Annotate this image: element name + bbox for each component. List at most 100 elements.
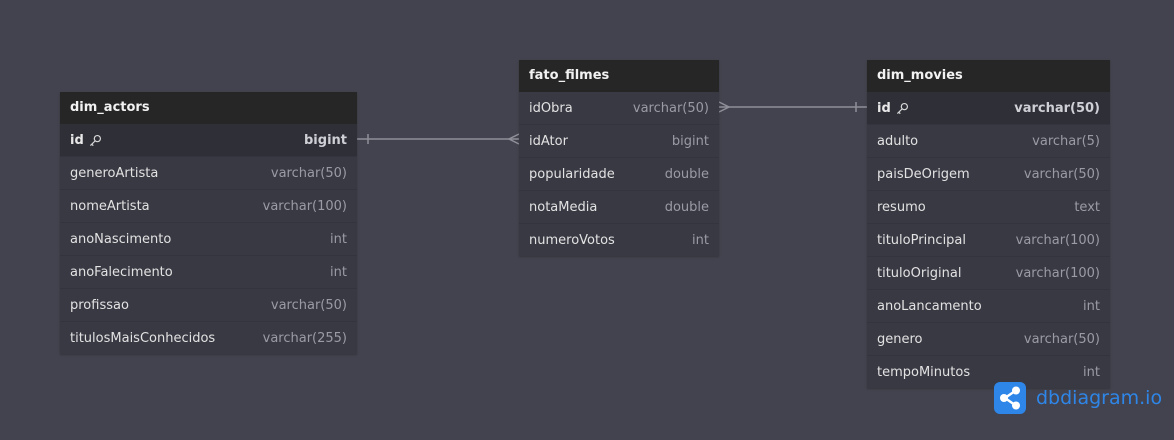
field-type: varchar(50) (632, 100, 709, 116)
share-nodes-icon (994, 382, 1026, 414)
logo-text: dbdiagram.io (1036, 387, 1163, 409)
field-name: anoLancamento (877, 299, 982, 314)
field-type: bigint (671, 133, 709, 149)
field-name: genero (877, 332, 923, 347)
field-type: varchar(100) (262, 198, 347, 214)
field-name: adulto (877, 134, 918, 149)
field-name-text: id (70, 132, 84, 148)
field-name-text: idObra (529, 100, 573, 116)
field-name-text: notaMedia (529, 199, 598, 215)
field-name-text: paisDeOrigem (877, 166, 970, 182)
many-marker-fato-idAtor (507, 133, 520, 145)
field-row-id[interactable]: id varchar(50) (867, 92, 1110, 124)
table-dim-actors[interactable]: dim_actors id bigint generoArtista varchar(… (60, 92, 357, 354)
field-name: paisDeOrigem (877, 167, 970, 182)
field-row-titulosMaisConhecidos[interactable]: titulosMaisConhecidos varchar(255) (60, 321, 357, 354)
table-fato-filmes[interactable]: fato_filmes idObra varchar(50) idAtor bigin… (519, 60, 719, 256)
key-icon (896, 102, 908, 114)
field-name-text: tituloPrincipal (877, 232, 967, 248)
field-type: varchar(50) (1023, 166, 1100, 182)
field-type: varchar(5) (1032, 133, 1100, 149)
field-row-tempoMinutos[interactable]: tempoMinutos int (867, 355, 1110, 388)
field-name-text: id (877, 100, 891, 116)
field-name: resumo (877, 200, 926, 215)
field-name-text: anoFalecimento (70, 264, 173, 280)
field-name: tituloOriginal (877, 266, 961, 281)
field-row-anoFalecimento[interactable]: anoFalecimento int (60, 255, 357, 288)
table-dim-movies[interactable]: dim_movies id varchar(50) adulto varchar(5)… (867, 60, 1110, 388)
field-row-anoLancamento[interactable]: anoLancamento int (867, 289, 1110, 322)
field-row-popularidade[interactable]: popularidade double (519, 157, 719, 190)
field-row-numeroVotos[interactable]: numeroVotos int (519, 223, 719, 256)
field-name-text: idAtor (529, 133, 568, 149)
field-type: text (1074, 199, 1100, 215)
field-row-idAtor[interactable]: idAtor bigint (519, 124, 719, 157)
field-row-notaMedia[interactable]: notaMedia double (519, 190, 719, 223)
field-name: id (70, 133, 102, 148)
dbdiagram-logo[interactable]: dbdiagram.io (994, 382, 1162, 414)
many-marker-fato-idObra (718, 101, 731, 113)
field-name-text: tituloOriginal (877, 265, 962, 281)
field-name-text: profissao (70, 297, 129, 313)
field-row-genero[interactable]: genero varchar(50) (867, 322, 1110, 355)
field-row-idObra[interactable]: idObra varchar(50) (519, 92, 719, 124)
field-name-text: adulto (877, 133, 919, 149)
table-title[interactable]: fato_filmes (519, 60, 719, 92)
table-title[interactable]: dim_movies (867, 60, 1110, 92)
key-icon (89, 134, 101, 146)
field-row-anoNascimento[interactable]: anoNascimento int (60, 222, 357, 255)
field-name-text: numeroVotos (529, 232, 615, 248)
field-name: tituloPrincipal (877, 233, 966, 248)
field-type: varchar(50) (270, 297, 347, 313)
field-name-text: titulosMaisConhecidos (70, 330, 216, 346)
field-name: profissao (70, 298, 129, 313)
field-name: idAtor (529, 134, 568, 149)
field-row-generoArtista[interactable]: generoArtista varchar(50) (60, 156, 357, 189)
field-type: double (664, 199, 709, 215)
field-type: int (1083, 298, 1100, 314)
field-name-text: resumo (877, 199, 926, 215)
field-type: varchar(50) (1014, 100, 1100, 116)
field-name: popularidade (529, 167, 615, 182)
field-name: generoArtista (70, 166, 158, 181)
field-type: int (330, 231, 347, 247)
field-row-nomeArtista[interactable]: nomeArtista varchar(100) (60, 189, 357, 222)
field-name: tempoMinutos (877, 365, 970, 380)
field-row-tituloPrincipal[interactable]: tituloPrincipal varchar(100) (867, 223, 1110, 256)
field-list: id bigint generoArtista varchar(50) nomeArti… (60, 124, 357, 354)
field-name-text: generoArtista (70, 165, 159, 181)
field-list: idObra varchar(50) idAtor bigint popularidad… (519, 92, 719, 256)
field-list: id varchar(50) adulto varchar(5) paisDeOrige… (867, 92, 1110, 388)
field-type: varchar(100) (1015, 232, 1100, 248)
field-name: id (877, 101, 909, 116)
table-title[interactable]: dim_actors (60, 92, 357, 124)
field-name: numeroVotos (529, 233, 615, 248)
field-row-profissao[interactable]: profissao varchar(50) (60, 288, 357, 321)
field-type: int (330, 264, 347, 280)
field-name: idObra (529, 101, 573, 116)
field-name-text: anoNascimento (70, 231, 172, 247)
field-type: varchar(50) (270, 165, 347, 181)
field-type: int (1083, 364, 1100, 380)
field-row-resumo[interactable]: resumo text (867, 190, 1110, 223)
field-name: anoNascimento (70, 232, 171, 247)
field-row-paisDeOrigem[interactable]: paisDeOrigem varchar(50) (867, 157, 1110, 190)
field-name: notaMedia (529, 200, 597, 215)
field-name: titulosMaisConhecidos (70, 331, 215, 346)
field-name-text: tempoMinutos (877, 364, 971, 380)
field-type: double (664, 166, 709, 182)
field-name: nomeArtista (70, 199, 150, 214)
field-name: anoFalecimento (70, 265, 173, 280)
field-name-text: genero (877, 331, 923, 347)
field-row-id[interactable]: id bigint (60, 124, 357, 156)
field-type: varchar(50) (1023, 331, 1100, 347)
field-name-text: anoLancamento (877, 298, 982, 314)
field-type: bigint (304, 132, 347, 148)
field-type: varchar(255) (262, 330, 347, 346)
field-row-adulto[interactable]: adulto varchar(5) (867, 124, 1110, 157)
field-name-text: nomeArtista (70, 198, 150, 214)
field-name-text: popularidade (529, 166, 615, 182)
field-type: int (692, 232, 709, 248)
